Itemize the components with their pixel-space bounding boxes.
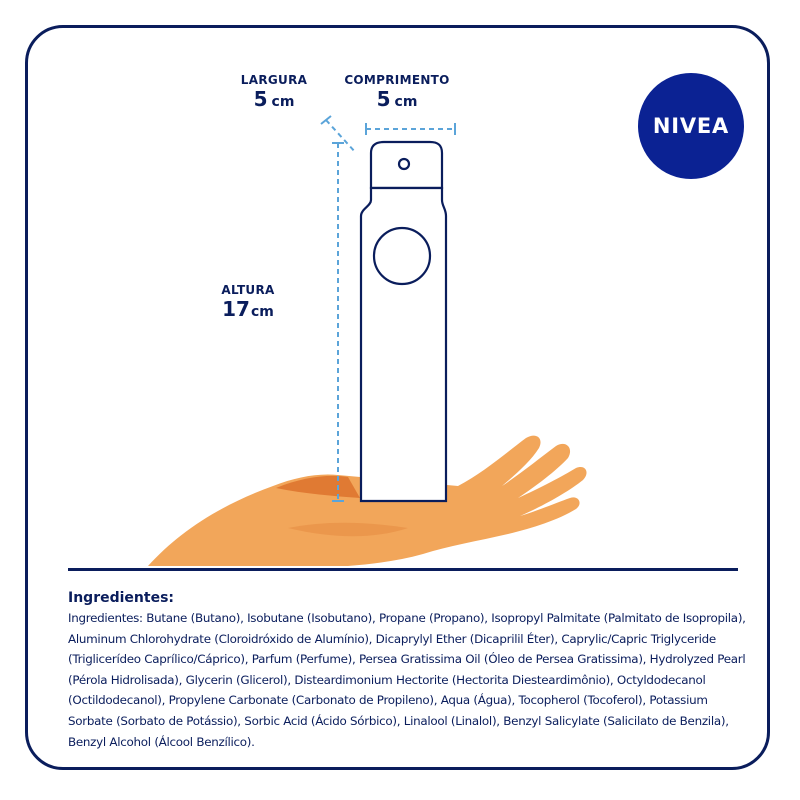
height-title: ALTURA	[221, 283, 275, 297]
length-title: COMPRIMENTO	[344, 73, 450, 87]
width-dimension-line	[325, 119, 357, 154]
width-value: 5	[253, 87, 268, 111]
height-value: 17	[222, 297, 250, 321]
width-line-top-cap	[320, 115, 332, 125]
nivea-logo: NIVEA	[638, 73, 744, 179]
width-unit: cm	[271, 94, 295, 110]
length-unit: cm	[394, 94, 418, 110]
dimension-lines	[320, 115, 456, 502]
height-unit: cm	[250, 304, 274, 320]
ingredients-text: Ingredientes: Butane (Butano), Isobutane…	[68, 611, 746, 749]
ingredients-title: Ingredientes:	[68, 590, 174, 606]
can-label-circle	[372, 226, 432, 286]
ingredients-section: Ingredientes: Ingredientes: Butane (Buta…	[68, 590, 748, 752]
can-nozzle	[397, 157, 411, 171]
hand-palm-shadow	[276, 475, 360, 498]
product-illustration	[148, 115, 587, 566]
deodorant-can	[359, 140, 448, 503]
nivea-logo-text: NIVEA	[652, 114, 730, 138]
section-divider	[68, 568, 738, 571]
height-label: ALTURA 17cm	[213, 283, 283, 321]
hand-crease	[288, 522, 408, 537]
width-title: LARGURA	[240, 73, 308, 87]
length-value: 5	[376, 87, 391, 111]
